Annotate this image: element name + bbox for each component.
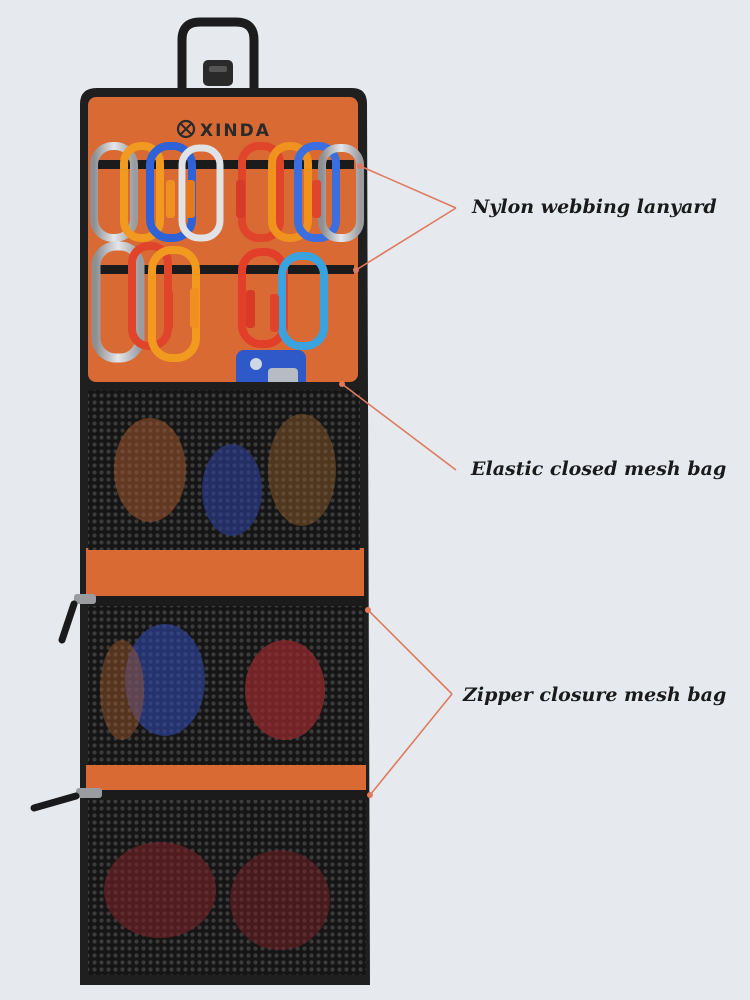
- leader-webbing-upper: [359, 165, 457, 209]
- zipper-pull-middle: [58, 594, 96, 644]
- callout-elastic-closed-mesh-bag: Elastic closed mesh bag: [471, 458, 727, 480]
- zipper-pull-bottom: [30, 788, 102, 812]
- callout-zipper-closure-mesh-bag: Zipper closure mesh bag: [463, 684, 727, 706]
- hanging-handle: [177, 17, 259, 97]
- leader-webbing-lower: [355, 207, 457, 271]
- brand-logo: XINDA: [176, 119, 271, 141]
- brand-logo-text: XINDA: [200, 121, 271, 141]
- callout-dots: [339, 163, 373, 798]
- leader-zipper-lower: [369, 693, 453, 796]
- zipper-mesh-pocket-middle: [86, 596, 366, 765]
- webbing-strap-lower: [92, 265, 354, 274]
- callout-nylon-webbing-lanyard: Nylon webbing lanyard: [472, 196, 717, 218]
- leader-zipper-upper: [367, 609, 453, 695]
- elastic-mesh-pocket: [88, 382, 360, 550]
- zipper-mesh-pocket-bottom: [86, 790, 368, 975]
- leader-elastic: [341, 383, 457, 471]
- carabiners-upper-row: [90, 142, 364, 242]
- callout-leaders: [341, 165, 457, 796]
- carabiners-lower-row: [91, 241, 328, 363]
